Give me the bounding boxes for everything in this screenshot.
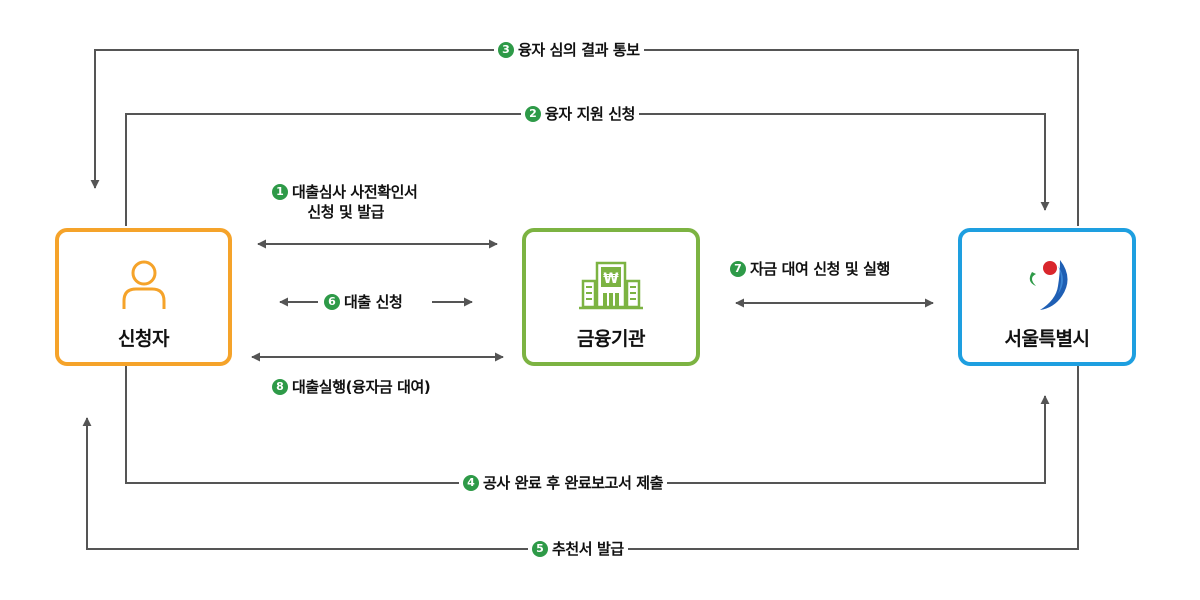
step-6-label: 6 대출 신청 [320, 292, 406, 312]
seoul-label: 서울특별시 [1004, 328, 1090, 350]
flow-line-step4 [125, 366, 1050, 484]
step-number-badge: 2 [525, 106, 541, 122]
applicant-node: 신청자 [55, 228, 232, 366]
seoul-node: 서울특별시 [958, 228, 1136, 366]
bank-label: 금융기관 [577, 328, 645, 350]
bank-building-icon: ₩ [579, 261, 643, 310]
bank-node: ₩ 금융기관 [522, 228, 700, 366]
step-5-label: 5 추천서 발급 [528, 539, 628, 559]
seoul-city-logo-icon [1029, 260, 1068, 310]
flow-line-step2 [125, 113, 1050, 226]
step-4-label: 4 공사 완료 후 완료보고서 제출 [459, 473, 668, 493]
step-number-badge: 1 [272, 184, 288, 200]
step-1-line2: 신청 및 발급 [307, 203, 385, 221]
step-number-badge: 7 [730, 261, 746, 277]
flow-line-step3 [90, 49, 1079, 226]
step-number-badge: 3 [498, 42, 514, 58]
step-7-label: 7 자금 대여 신청 및 실행 [726, 259, 894, 279]
step-1-line1: 대출심사 사전확인서 [292, 183, 418, 201]
step-number-badge: 6 [324, 294, 340, 310]
step-number-badge: 5 [532, 541, 548, 557]
svg-text:₩: ₩ [603, 271, 619, 287]
flow-line-step5 [82, 366, 1079, 550]
step-number-badge: 8 [272, 379, 288, 395]
step-8-label: 8 대출실행(융자금 대여) [268, 377, 434, 397]
step-number-badge: 4 [463, 475, 479, 491]
applicant-label: 신청자 [118, 328, 169, 350]
person-icon [122, 260, 165, 309]
step-1-label: 1 대출심사 사전확인서 신청 및 발급 [268, 182, 421, 222]
step-3-label: 3 융자 심의 결과 통보 [494, 40, 644, 60]
step-2-label: 2 융자 지원 신청 [521, 104, 640, 124]
